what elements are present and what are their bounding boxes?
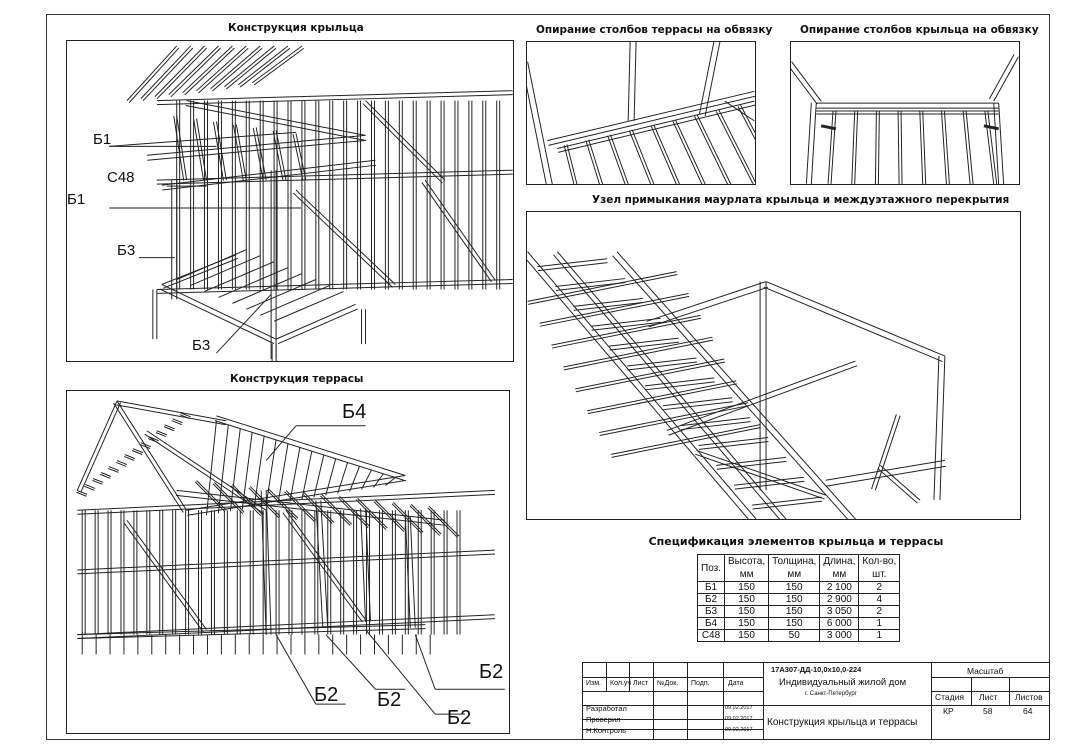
label-c48: С48	[107, 169, 135, 186]
stamp-stage-value: КР	[943, 706, 954, 716]
spec-header-2: Толщина, мм	[768, 554, 821, 582]
spec-header-0: Поз.	[697, 554, 725, 582]
table-cell: 4	[858, 593, 901, 606]
stamp-sheet-value: 58	[983, 706, 993, 716]
table-cell: 150	[723, 581, 770, 594]
caption-mauerlat-junction: Узел примыкания маурлата крыльца и между…	[592, 194, 1010, 206]
table-cell: 2 900	[819, 593, 860, 606]
table-cell: 50	[768, 629, 821, 642]
label-b3-bottom: Б3	[192, 337, 211, 354]
caption-porch: Конструкция крыльца	[228, 22, 364, 34]
panel-porch-posts-detail	[790, 41, 1020, 185]
table-cell: 150	[723, 605, 770, 618]
table-cell: 2	[858, 605, 901, 618]
table-cell: Б4	[697, 617, 725, 630]
table-cell: Б2	[697, 593, 725, 606]
table-cell: 150	[768, 581, 821, 594]
label-b2-2: Б2	[377, 689, 402, 711]
caption-porch-posts: Опирание столбов крыльца на обвязку	[800, 24, 1039, 36]
spec-header-line: Толщина,	[772, 556, 817, 567]
table-cell: 150	[723, 629, 770, 642]
stamp-date: 09.02.2017	[725, 716, 753, 722]
label-b1-top: Б1	[93, 131, 112, 148]
stamp-sheet-label: Лист	[979, 692, 998, 702]
spec-header-line: мм	[832, 569, 847, 580]
spec-header-line: Кол-во,	[862, 556, 897, 567]
stamp-col-header: №Док.	[657, 680, 679, 687]
spec-header-line: Высота,	[728, 556, 766, 567]
stamp-scale-label: Масштаб	[967, 666, 1004, 676]
terrace-framing-drawing	[76, 400, 505, 715]
table-cell: 1	[858, 629, 901, 642]
stamp-col-header: Кол.уч	[610, 680, 631, 687]
table-cell: Б3	[697, 605, 725, 618]
stamp-project-name: Индивидуальный жилой дом	[779, 677, 907, 688]
caption-terrace-posts: Опирание столбов террасы на обвязку	[536, 24, 773, 36]
label-b4: Б4	[342, 401, 367, 423]
spec-header-line: мм	[739, 569, 754, 580]
table-cell: 1	[858, 617, 901, 630]
caption-terrace: Конструкция террасы	[230, 373, 364, 385]
stamp-role: Разработал	[586, 704, 627, 713]
spec-table-title: Спецификация элементов крыльца и террасы	[648, 535, 944, 548]
mauerlat-junction-drawing	[527, 251, 946, 519]
stamp-sheets-value: 64	[1023, 706, 1033, 716]
table-cell: 150	[768, 593, 821, 606]
stamp-col-header: Лист	[633, 680, 649, 687]
stamp-sheets-label: Листов	[1015, 692, 1043, 702]
spec-header-line: Длина,	[823, 556, 856, 567]
table-cell: 2 100	[819, 581, 860, 594]
stamp-project-code: 17А307-ДД-10,0x10,0-224	[771, 665, 862, 674]
stamp-col-header: Дата	[728, 680, 744, 687]
stamp-date: 09.02.2017	[725, 727, 753, 733]
spec-header-line: Поз.	[701, 562, 721, 574]
terrace-posts-drawing	[527, 42, 755, 184]
stamp-col-header: Подп.	[691, 680, 710, 687]
stamp-sheet-title: Конструкция крыльца и террасы	[767, 717, 918, 728]
spec-header-1: Высота, мм	[723, 554, 770, 582]
table-cell: 150	[768, 617, 821, 630]
spec-header-line: мм	[787, 569, 802, 580]
stamp-city: г. Санкт-Петербург	[805, 691, 857, 697]
table-cell: 3 000	[819, 629, 860, 642]
stamp-role: Проверил	[586, 715, 621, 724]
spec-table: Поз. Высота, мм Толщина, мм Длина, мм Кол-во, шт…	[697, 554, 901, 642]
label-b2-3: Б2	[447, 707, 472, 729]
table-cell: 3 050	[819, 605, 860, 618]
stamp-stage-label: Стадия	[935, 692, 964, 702]
label-b2-1: Б2	[314, 684, 339, 706]
table-cell: 2	[858, 581, 901, 594]
table-cell: 150	[723, 593, 770, 606]
table-cell: С48	[697, 629, 725, 642]
panel-mauerlat-junction-detail	[526, 211, 1021, 520]
panel-terrace-posts-detail	[526, 41, 756, 185]
spec-header-3: Длина, мм	[819, 554, 860, 582]
spec-header-line: шт.	[872, 569, 887, 580]
porch-posts-drawing	[791, 54, 1019, 184]
porch-framing-drawing	[109, 45, 513, 361]
label-b2-4: Б2	[479, 661, 504, 683]
table-cell: 150	[723, 617, 770, 630]
table-cell: 150	[768, 605, 821, 618]
label-b1-bottom: Б1	[67, 191, 86, 208]
drawing-sheet-frame	[46, 14, 1050, 740]
stamp-role: Н.Контроль	[586, 726, 627, 735]
table-cell: Б1	[697, 581, 725, 594]
label-b3-left: Б3	[117, 242, 136, 259]
stamp-col-header: Изм.	[586, 680, 601, 687]
table-cell: 6 000	[819, 617, 860, 630]
spec-header-4: Кол-во, шт.	[858, 554, 901, 582]
stamp-date: 09.02.2017	[725, 705, 753, 711]
